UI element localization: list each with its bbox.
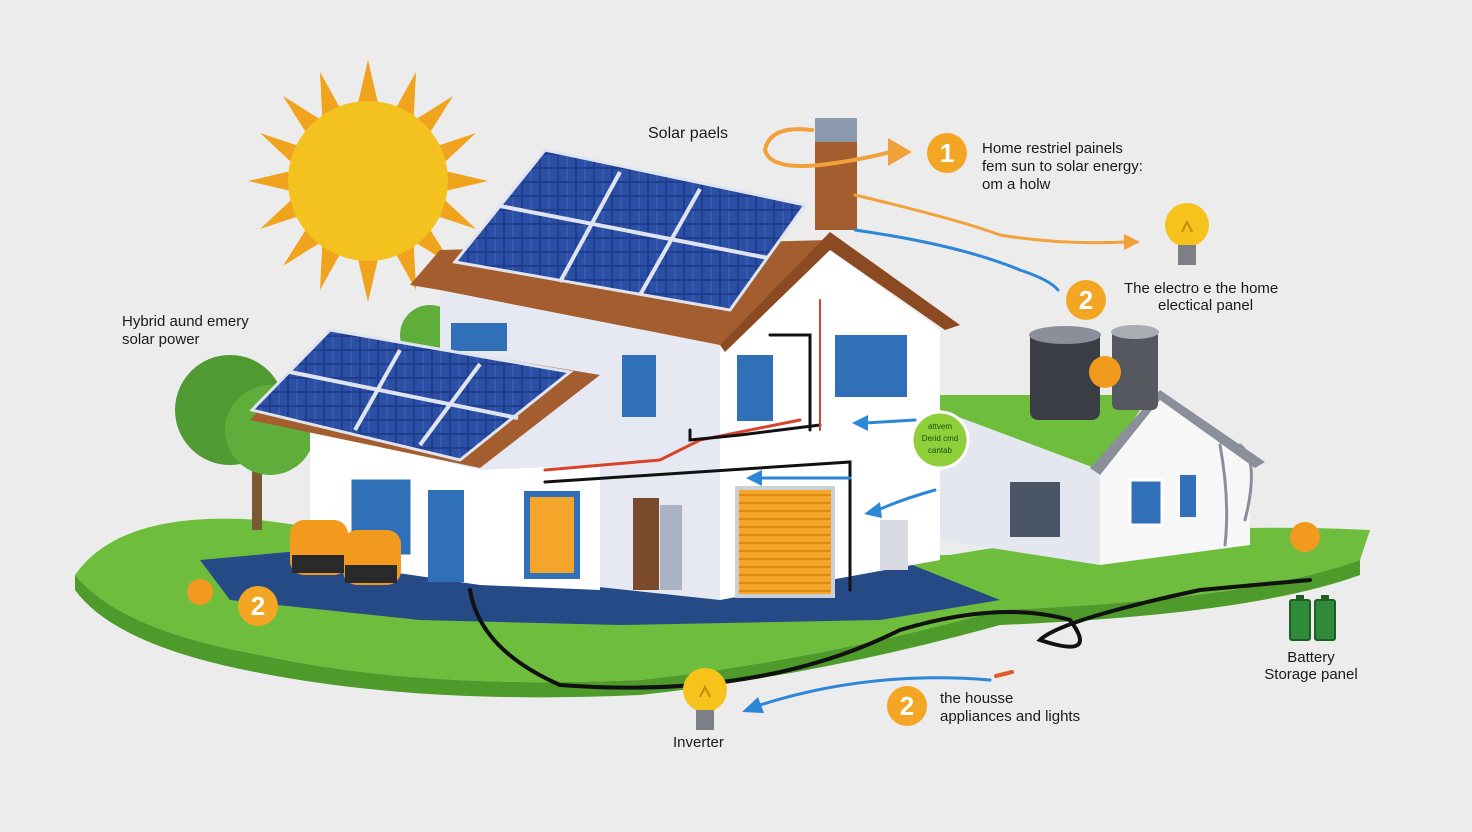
house [249,118,960,600]
arrow-icon [746,470,762,486]
sun-icon [248,60,488,302]
arrow-icon [853,228,1060,292]
battery-icon [1289,595,1336,641]
arrow-icon [762,127,892,168]
flow-arrows [742,127,1140,713]
arrow-icon [853,193,1127,245]
hybrid-label-line2: solar power [122,331,200,348]
garage-building [940,325,1265,565]
tree [175,305,460,530]
connector-blobs [187,356,1320,605]
step-2-text-line1: The electro e the home [1124,280,1279,297]
arrow-icon [888,138,912,166]
svg-text:cantab: cantab [928,446,953,455]
svg-text:attvem: attvem [928,422,952,431]
step-1-text-line3: om a holw [982,176,1051,193]
step-2-text-line2: electical panel [1158,297,1254,314]
arrow-icon [994,670,1014,678]
appliances-label-line1: the housse [940,690,1014,707]
lightbulb-icon [683,668,727,730]
arrow-icon [863,418,917,425]
arrow-icon [852,415,868,431]
arrow-icon [876,488,937,512]
battery-label-line1: Battery [1287,649,1335,666]
battery-label-line2: Storage panel [1264,666,1358,683]
arrow-icon [758,676,992,707]
arrow-icon [864,502,882,518]
step-1-text-line2: fem sun to solar energy: [982,158,1143,175]
arrow-icon [1124,234,1140,250]
wiring [468,299,1312,690]
svg-text:Derid cmd: Derid cmd [922,434,958,443]
solar-panels-label: Solar paels [648,125,729,142]
inverter-label: Inverter [673,734,724,751]
step-1-text-line1: Home restriel painels [982,140,1123,157]
step-2-badge-bottom: 2 [887,686,927,726]
lightbulb-icon [1165,203,1209,265]
green-info-badge: attvem Derid cmd cantab [910,410,970,470]
arrow-icon [742,697,764,713]
hybrid-label-line1: Hybrid aund emery [122,313,249,330]
step-1-badge: 1 [927,133,967,173]
step-2-badge-left: 2 [238,586,278,626]
step-2-badge-right: 2 [1066,280,1106,320]
appliances-label-line2: appliances and lights [940,708,1081,725]
